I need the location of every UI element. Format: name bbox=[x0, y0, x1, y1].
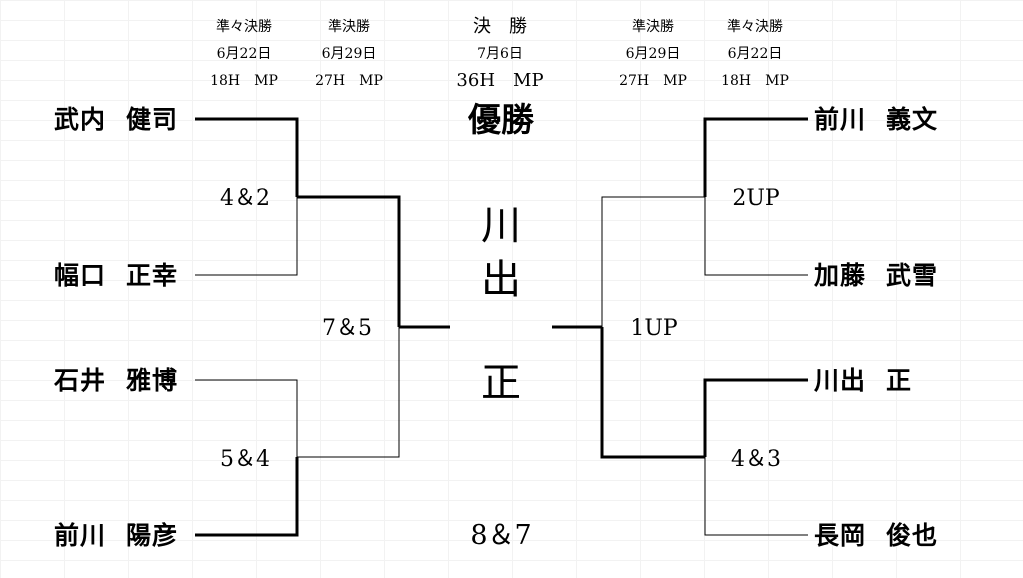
champion-name-char-3: 正 bbox=[481, 360, 521, 406]
bracket-line-left-sf-loser bbox=[297, 327, 400, 458]
bracket-line-right-sf-winner bbox=[600, 327, 705, 459]
left-player-1-given: 健司 bbox=[126, 105, 179, 134]
score-left-qf-top: 4＆2 bbox=[220, 186, 270, 211]
header-left-qf-date: 6月22日 bbox=[216, 46, 272, 62]
right-player-1-family: 前川 bbox=[814, 105, 867, 134]
right-player-1: 前川義文 bbox=[814, 107, 938, 132]
bracket-line-left-qf-bottom-loser bbox=[195, 379, 298, 457]
bracket-line-right-qf-bottom-winner bbox=[703, 378, 808, 457]
header-right-qf-format: 18H MP bbox=[721, 73, 789, 89]
header-final-date: 7月6日 bbox=[477, 46, 523, 62]
right-player-3: 川出正 bbox=[814, 368, 912, 393]
header-left-sf-round: 準決勝 bbox=[328, 19, 370, 35]
left-player-3: 石井雅博 bbox=[54, 368, 178, 393]
header-left-sf-format: 27H MP bbox=[315, 73, 383, 89]
header-left-sf-date: 6月29日 bbox=[321, 46, 377, 62]
header-right-qf-date: 6月22日 bbox=[727, 46, 783, 62]
right-player-2-given: 武雪 bbox=[886, 261, 939, 290]
bracket-line-left-qf-top-loser bbox=[195, 197, 298, 276]
champion-name-char-2: 出 bbox=[481, 257, 521, 303]
right-player-2-family: 加藤 bbox=[814, 261, 867, 290]
left-player-4-family: 前川 bbox=[54, 521, 107, 550]
bracket-line-left-qf-top-winner bbox=[195, 117, 299, 197]
left-player-4: 前川陽彦 bbox=[54, 523, 178, 548]
score-left-qf-bottom: 5＆4 bbox=[220, 447, 270, 472]
header-left-qf-round: 準々決勝 bbox=[216, 19, 272, 35]
header-left-qf-format: 18H MP bbox=[210, 73, 278, 89]
champion-name-char-1: 川 bbox=[481, 203, 521, 249]
left-player-1: 武内健司 bbox=[54, 107, 178, 132]
right-player-2: 加藤武雪 bbox=[814, 263, 938, 288]
right-player-3-family: 川出 bbox=[814, 366, 867, 395]
header-right-sf-date: 6月29日 bbox=[625, 46, 681, 62]
header-right-qf-round: 準々決勝 bbox=[727, 19, 783, 35]
left-player-3-family: 石井 bbox=[54, 366, 107, 395]
score-left-sf: 7＆5 bbox=[322, 316, 372, 341]
left-player-4-given: 陽彦 bbox=[126, 521, 179, 550]
bracket-line-right-qf-bottom-loser bbox=[704, 457, 808, 536]
bracket-line-left-sf-winner bbox=[297, 195, 401, 327]
right-player-4-family: 長岡 bbox=[814, 521, 867, 550]
left-player-1-family: 武内 bbox=[54, 105, 107, 134]
left-player-2: 幅口正幸 bbox=[54, 263, 178, 288]
right-player-4: 長岡俊也 bbox=[814, 523, 938, 548]
bracket-line-left-qf-bottom-winner bbox=[195, 457, 299, 537]
header-final-format: 36H MP bbox=[456, 70, 544, 91]
left-player-2-given: 正幸 bbox=[126, 261, 179, 290]
header-right-sf-round: 準決勝 bbox=[632, 19, 674, 35]
champion-label: 優勝 bbox=[468, 100, 534, 139]
score-right-qf-bottom: 4＆3 bbox=[731, 447, 781, 472]
right-player-1-given: 義文 bbox=[886, 105, 939, 134]
score-final: 8＆7 bbox=[470, 520, 532, 551]
header-right-sf-format: 27H MP bbox=[619, 73, 687, 89]
bracket-line-right-qf-top-loser bbox=[704, 197, 808, 276]
right-player-4-given: 俊也 bbox=[886, 521, 939, 550]
bracket-line-right-sf-loser bbox=[601, 196, 705, 327]
left-player-3-given: 雅博 bbox=[126, 366, 179, 395]
right-player-3-given: 正 bbox=[886, 366, 913, 395]
left-player-2-family: 幅口 bbox=[54, 261, 107, 290]
header-final-round: 決 勝 bbox=[473, 16, 527, 37]
score-right-sf: 1UP bbox=[630, 316, 678, 341]
bracket-line-right-qf-top-winner bbox=[703, 117, 808, 197]
score-right-qf-top: 2UP bbox=[732, 186, 780, 211]
